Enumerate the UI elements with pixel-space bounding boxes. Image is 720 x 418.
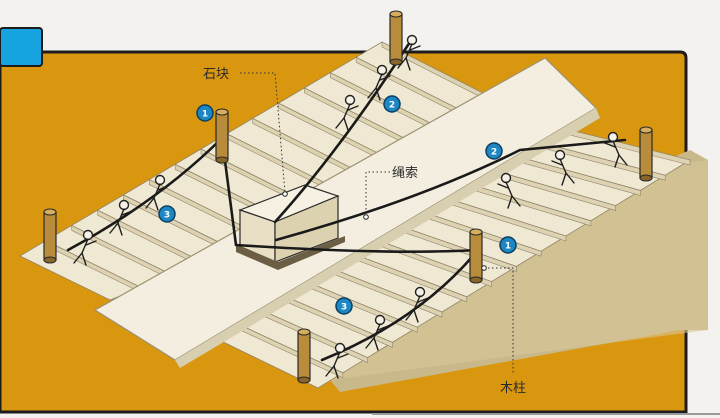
worker-figure: [551, 149, 575, 186]
worker-figure: [145, 174, 169, 211]
label-stone-block: 石块: [203, 67, 229, 82]
marker-1-right: 1: [499, 236, 517, 254]
worker-figure: [405, 286, 429, 323]
wooden-post: [297, 328, 311, 384]
leader-wooden-post: [484, 267, 514, 375]
worker-figure: [604, 131, 628, 168]
wooden-post: [215, 108, 229, 164]
wooden-posts: [43, 10, 653, 384]
marker-2-right: 2: [485, 142, 503, 160]
worker-figure: [335, 94, 359, 131]
marker-3-bottom: 3: [335, 297, 353, 315]
rope-right-team: [274, 138, 627, 242]
marker-2-right-label: 2: [491, 148, 497, 158]
worker-figure: [325, 342, 349, 379]
label-rope: 绳索: [392, 166, 418, 181]
leader-dot-stone: [282, 191, 288, 197]
leader-dot-rope: [363, 214, 369, 220]
worker-figure: [397, 34, 421, 71]
worker-figure: [497, 172, 521, 209]
ramp-edge: [175, 108, 600, 368]
marker-3-left-label: 3: [164, 211, 170, 221]
label-wooden-post: 木柱: [500, 381, 526, 396]
worker-figure: [367, 64, 391, 101]
stone-block: [236, 184, 345, 270]
marker-2-top-label: 2: [389, 101, 395, 111]
workers: [73, 34, 628, 379]
wooden-post: [469, 228, 483, 284]
blue-tab: [0, 27, 43, 67]
marker-1-left: 1: [196, 104, 214, 122]
marker-1-left-label: 1: [202, 110, 208, 120]
callout-leaders: [240, 72, 514, 375]
worker-figure: [109, 199, 133, 236]
worker-figure: [365, 314, 389, 351]
leader-rope: [365, 171, 390, 217]
leader-dot-post: [481, 265, 487, 271]
worker-figure: [73, 229, 97, 266]
wooden-post: [389, 10, 403, 66]
marker-3-bottom-label: 3: [341, 303, 347, 313]
marker-2-top: 2: [383, 95, 401, 113]
wooden-post: [639, 126, 653, 182]
pyramid-side-shade: [330, 160, 708, 380]
marker-1-right-label: 1: [505, 242, 511, 252]
marker-3-left: 3: [158, 205, 176, 223]
rope-top-team: [273, 40, 412, 224]
rope-lower-pull: [234, 243, 480, 253]
wooden-post: [43, 208, 57, 264]
